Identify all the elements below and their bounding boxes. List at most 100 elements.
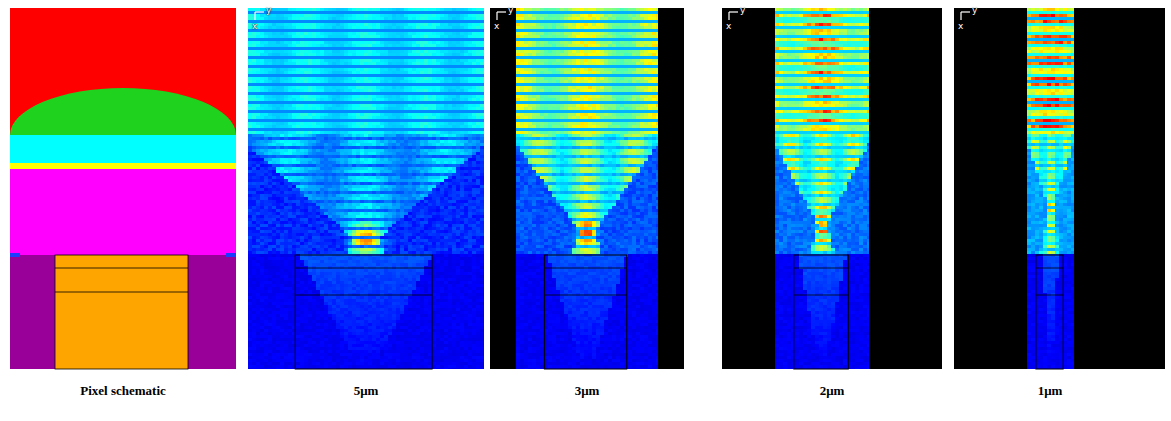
field-cell — [368, 80, 372, 83]
field-cell — [364, 8, 368, 11]
field-cell — [312, 41, 316, 44]
field-cell — [328, 65, 332, 68]
field-cell — [336, 32, 340, 35]
field-cell — [284, 74, 288, 77]
field-cell — [404, 71, 408, 74]
field-cell — [264, 35, 268, 38]
field-cell — [300, 35, 304, 38]
field-cell — [300, 8, 304, 11]
field-cell — [264, 101, 268, 104]
field-cell — [304, 8, 308, 11]
field-cell — [460, 95, 464, 98]
field-cell — [388, 44, 392, 47]
field-cell — [320, 14, 324, 17]
field-cell — [340, 44, 344, 47]
field-cell — [420, 50, 424, 53]
field-cell — [436, 17, 440, 20]
field-cell — [332, 50, 336, 53]
field-cell — [400, 50, 404, 53]
field-cell — [256, 32, 260, 35]
field-cell — [260, 80, 264, 83]
field-cell — [452, 35, 456, 38]
field-cell — [320, 35, 324, 38]
field-cell — [412, 89, 416, 92]
field-cell — [288, 32, 292, 35]
field-cell — [396, 8, 400, 11]
field-cell — [408, 8, 412, 11]
field-cell — [340, 65, 344, 68]
field-cell — [464, 56, 468, 59]
field-cell — [272, 92, 276, 95]
field-cell — [300, 68, 304, 71]
field-cell — [440, 83, 444, 86]
field-cell — [280, 23, 284, 26]
field-cell — [360, 26, 364, 29]
field-cell — [312, 20, 316, 23]
field-cell — [396, 71, 400, 74]
field-cell — [316, 74, 320, 77]
field-cell — [480, 32, 484, 35]
field-cell — [376, 38, 380, 41]
field-cell — [288, 14, 292, 17]
field-cell — [316, 50, 320, 53]
field-cell — [280, 32, 284, 35]
field-cell — [432, 101, 436, 104]
field-cell — [464, 50, 468, 53]
field-cell — [432, 23, 436, 26]
field-cell — [464, 98, 468, 101]
field-cell — [404, 38, 408, 41]
field-cell — [296, 104, 300, 107]
field-cell — [452, 17, 456, 20]
field-cell — [260, 83, 264, 86]
field-cell — [380, 68, 384, 71]
field-cell — [400, 20, 404, 23]
field-cell — [248, 74, 252, 77]
field-cell — [476, 62, 480, 65]
field-cell — [312, 44, 316, 47]
field-cell — [328, 32, 332, 35]
field-cell — [388, 35, 392, 38]
field-cell — [468, 35, 472, 38]
field-cell — [292, 62, 296, 65]
field-cell — [428, 32, 432, 35]
field-cell — [284, 83, 288, 86]
field-cell — [288, 17, 292, 20]
field-cell — [332, 35, 336, 38]
field-cell — [448, 23, 452, 26]
field-cell — [464, 86, 468, 89]
field-cell — [444, 59, 448, 62]
field-cell — [480, 35, 484, 38]
field-cell — [432, 56, 436, 59]
field-cell — [344, 104, 348, 107]
field-cell — [440, 77, 444, 80]
field-cell — [456, 11, 460, 14]
field-cell — [348, 8, 352, 11]
field-cell — [396, 35, 400, 38]
field-cell — [260, 44, 264, 47]
field-cell — [276, 107, 280, 110]
field-cell — [260, 20, 264, 23]
field-cell — [468, 44, 472, 47]
field-cell — [428, 47, 432, 50]
field-cell — [380, 23, 384, 26]
field-cell — [396, 44, 400, 47]
field-cell — [436, 38, 440, 41]
field-cell — [468, 68, 472, 71]
field-cell — [312, 53, 316, 56]
field-cell — [368, 8, 372, 11]
field-cell — [296, 107, 300, 110]
field-cell — [312, 29, 316, 32]
field-cell — [360, 23, 364, 26]
field-cell — [384, 8, 388, 11]
field-cell — [332, 17, 336, 20]
field-cell — [324, 17, 328, 20]
field-cell — [440, 20, 444, 23]
field-cell — [384, 32, 388, 35]
field-cell — [464, 29, 468, 32]
field-cell — [400, 89, 404, 92]
field-cell — [280, 74, 284, 77]
field-cell — [312, 68, 316, 71]
field-cell — [436, 44, 440, 47]
field-cell — [468, 71, 472, 74]
field-cell — [328, 23, 332, 26]
